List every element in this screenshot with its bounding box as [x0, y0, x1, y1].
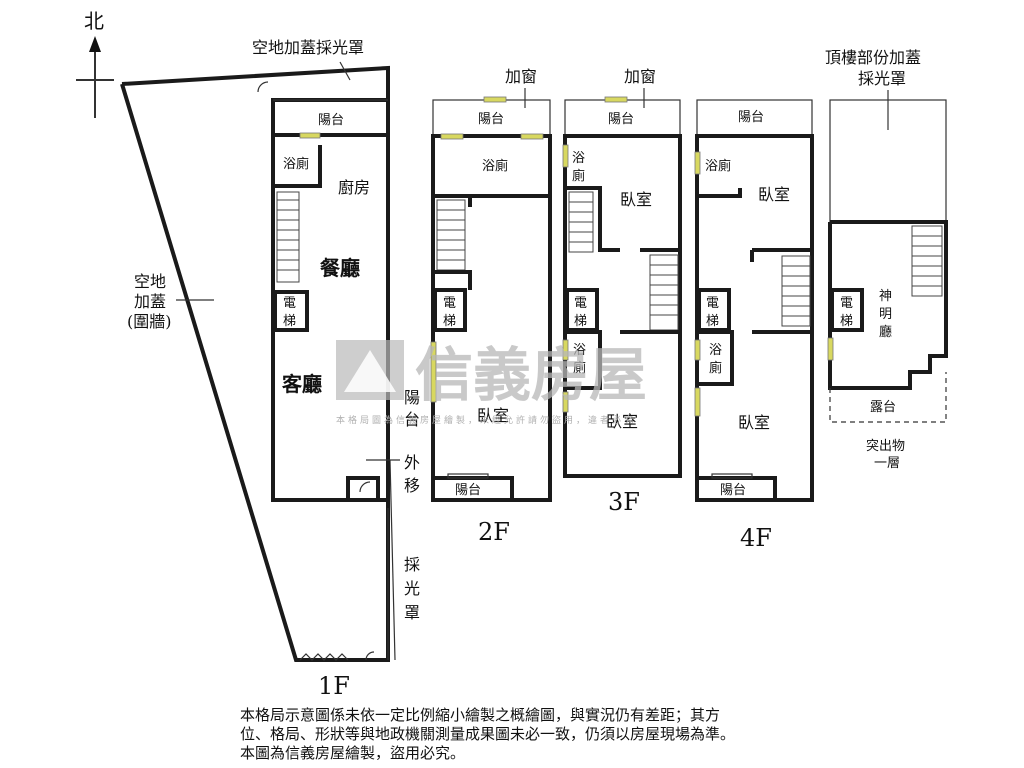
roof-terrace-label: 露台: [870, 400, 896, 415]
f2-elevator-label-2: 梯: [443, 314, 456, 329]
f1-dining-label: 餐廳: [320, 256, 360, 280]
floor-2f-plan: 陽台 浴廁 電 梯 臥室 陽台 2F: [430, 96, 552, 546]
f2-balcony-bottom-label: 陽台: [455, 483, 481, 498]
side-land-outline: [120, 61, 396, 662]
watermark-sub: 本格局圖為信義房屋繪製，未經允許請勿盜用，違者必究: [336, 414, 636, 426]
watermark: 信義房屋 本格局圖為信義房屋繪製，未經允許請勿盜用，違者必究: [336, 340, 647, 426]
f3-balcony-top-label: 陽台: [608, 112, 634, 127]
balcony-move-label-1: 陽: [404, 388, 420, 407]
balcony-move-label-2: 台: [404, 410, 420, 429]
roof-elevator-label-2: 梯: [840, 314, 853, 329]
f1-elevator-label-2: 梯: [283, 314, 296, 329]
add-window-3f-label: 加窗: [624, 67, 656, 86]
f4-elevator-label-1: 電: [706, 296, 719, 311]
f2-bedroom-label: 臥室: [477, 406, 509, 425]
f3-elevator-label-1: 電: [574, 296, 587, 311]
north-arrow-icon: [89, 36, 101, 52]
f4-balcony-bottom-label: 陽台: [720, 483, 746, 498]
balcony-move-label-3: 外: [404, 453, 420, 472]
side-label-3: (圍牆): [127, 312, 172, 331]
floor-3f-plan: 陽台 浴 廁 臥室 電 梯 浴 廁 臥室 3F: [562, 96, 682, 516]
f2-bath-label: 浴廁: [482, 158, 508, 174]
add-window-2f-label: 加窗: [505, 67, 537, 86]
watermark-brand: 信義房屋: [415, 341, 647, 409]
roof-elevator-label-1: 電: [840, 296, 853, 311]
skylight-v-label-1: 採: [404, 555, 420, 574]
f3-bath-top-label-2: 廁: [572, 168, 585, 184]
disclaimer-line-3: 本圖為信義房屋繪製，盜用必究。: [240, 744, 466, 762]
f4-bedroom-top-label: 臥室: [758, 185, 790, 204]
f4-elevator-label-2: 梯: [706, 314, 719, 329]
f4-bath-mid-label-1: 浴: [709, 343, 722, 358]
f1-elevator-label-1: 電: [283, 296, 296, 311]
f2-balcony-top-label: 陽台: [478, 112, 504, 127]
roof-skylight-label-2: 採光罩: [858, 69, 906, 88]
skylight-v-label-2: 光: [404, 579, 420, 598]
f3-bedroom-bottom-label: 臥室: [606, 412, 638, 431]
f2-elevator-label-1: 電: [443, 296, 456, 311]
roof-shrine-label-1: 神: [879, 289, 892, 304]
f4-bath-mid-label-2: 廁: [709, 360, 722, 376]
f3-bath-mid-label-1: 浴: [573, 343, 586, 358]
f1-living-label: 客廳: [281, 372, 322, 396]
side-label-2: 加蓋: [134, 292, 166, 311]
side-label-1: 空地: [134, 272, 166, 291]
f1-bath-label: 浴廁: [283, 156, 309, 172]
f1-kitchen-label: 廚房: [338, 178, 370, 197]
f3-bath-top-label-1: 浴: [572, 151, 585, 166]
f3-bedroom-top-label: 臥室: [620, 190, 652, 209]
roof-plan: 電 梯 神 明 廳 露台: [827, 99, 948, 423]
protrusion-label-2: 一層: [874, 456, 900, 471]
north-label: 北: [84, 9, 104, 33]
disclaimer: 本格局示意圖係未依一定比例縮小繪製之概繪圖，與實況仍有差距；其方 位、格局、形狀…: [240, 706, 800, 763]
f4-bedroom-bottom-label: 臥室: [738, 413, 770, 432]
annotations: 空地加蓋採光罩 加窗 加窗 頂樓部份加蓋 採光罩 空地 加蓋 (圍牆) 陽 台 …: [127, 38, 921, 622]
f4-balcony-top-label: 陽台: [738, 110, 764, 125]
f2-floor-label: 2F: [478, 518, 510, 546]
f3-floor-label: 3F: [608, 488, 640, 516]
top-skylight-label: 空地加蓋採光罩: [252, 38, 364, 57]
floor-4f-plan: 陽台 浴廁 臥室 電 梯 浴 廁 臥室 陽台 4F: [694, 99, 814, 552]
disclaimer-line-1: 本格局示意圖係未依一定比例縮小繪製之概繪圖，與實況仍有差距；其方: [240, 706, 721, 724]
compass: 北: [76, 9, 114, 118]
balcony-move-label-4: 移: [404, 476, 420, 495]
f4-bath-top-label: 浴廁: [705, 158, 731, 174]
disclaimer-line-2: 位、格局、形狀等與地政機關測量成果圖未必一致，仍須以房屋現場為準。: [240, 725, 736, 743]
roof-shrine-label-2: 明: [879, 307, 892, 322]
f4-floor-label: 4F: [740, 524, 772, 552]
f3-elevator-label-2: 梯: [574, 314, 587, 329]
f3-bath-mid-label-2: 廁: [573, 360, 586, 376]
floor-1f-plan: 陽台 浴廁 廚房 餐廳 電 梯 客廳 1F: [257, 81, 390, 700]
roof-skylight-label-1: 頂樓部份加蓋: [825, 48, 921, 67]
protrusion-label-1: 突出物: [866, 438, 905, 454]
f1-balcony-label: 陽台: [318, 113, 344, 128]
f1-floor-label: 1F: [318, 672, 350, 700]
skylight-v-label-3: 罩: [404, 603, 420, 622]
roof-shrine-label-3: 廳: [879, 324, 892, 340]
